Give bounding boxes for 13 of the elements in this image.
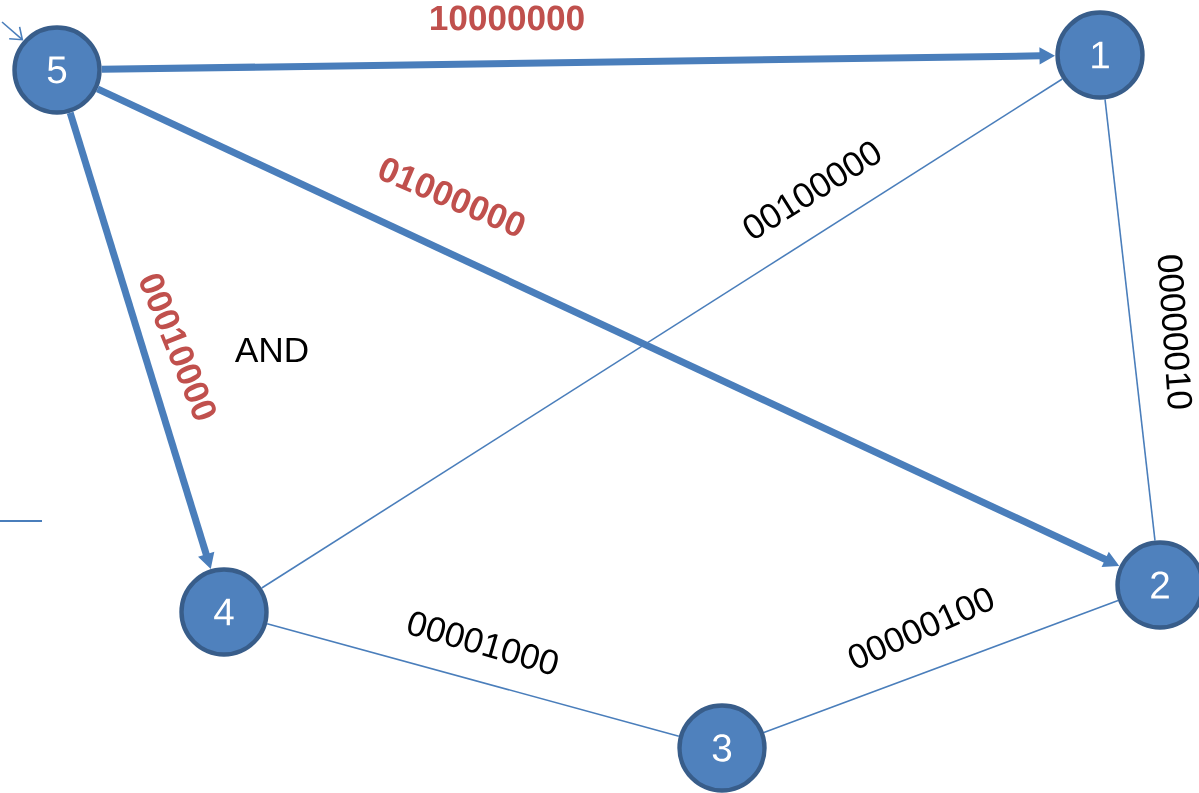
arrow <box>1 21 24 41</box>
edge-label: 00000010 <box>1157 255 1193 409</box>
connector-line <box>260 78 1064 589</box>
connector-line <box>1104 98 1156 542</box>
edge-label: 10000000 <box>431 5 584 31</box>
circle-node: 2 <box>1115 540 1199 630</box>
connector-line <box>763 599 1119 734</box>
text-label: AND <box>234 337 308 363</box>
circle-node: 4 <box>179 567 269 657</box>
connector-line <box>266 622 680 737</box>
circle-node: 3 <box>677 703 767 793</box>
circle-node: 1 <box>1055 10 1145 100</box>
circle-node: 5 <box>12 25 102 115</box>
